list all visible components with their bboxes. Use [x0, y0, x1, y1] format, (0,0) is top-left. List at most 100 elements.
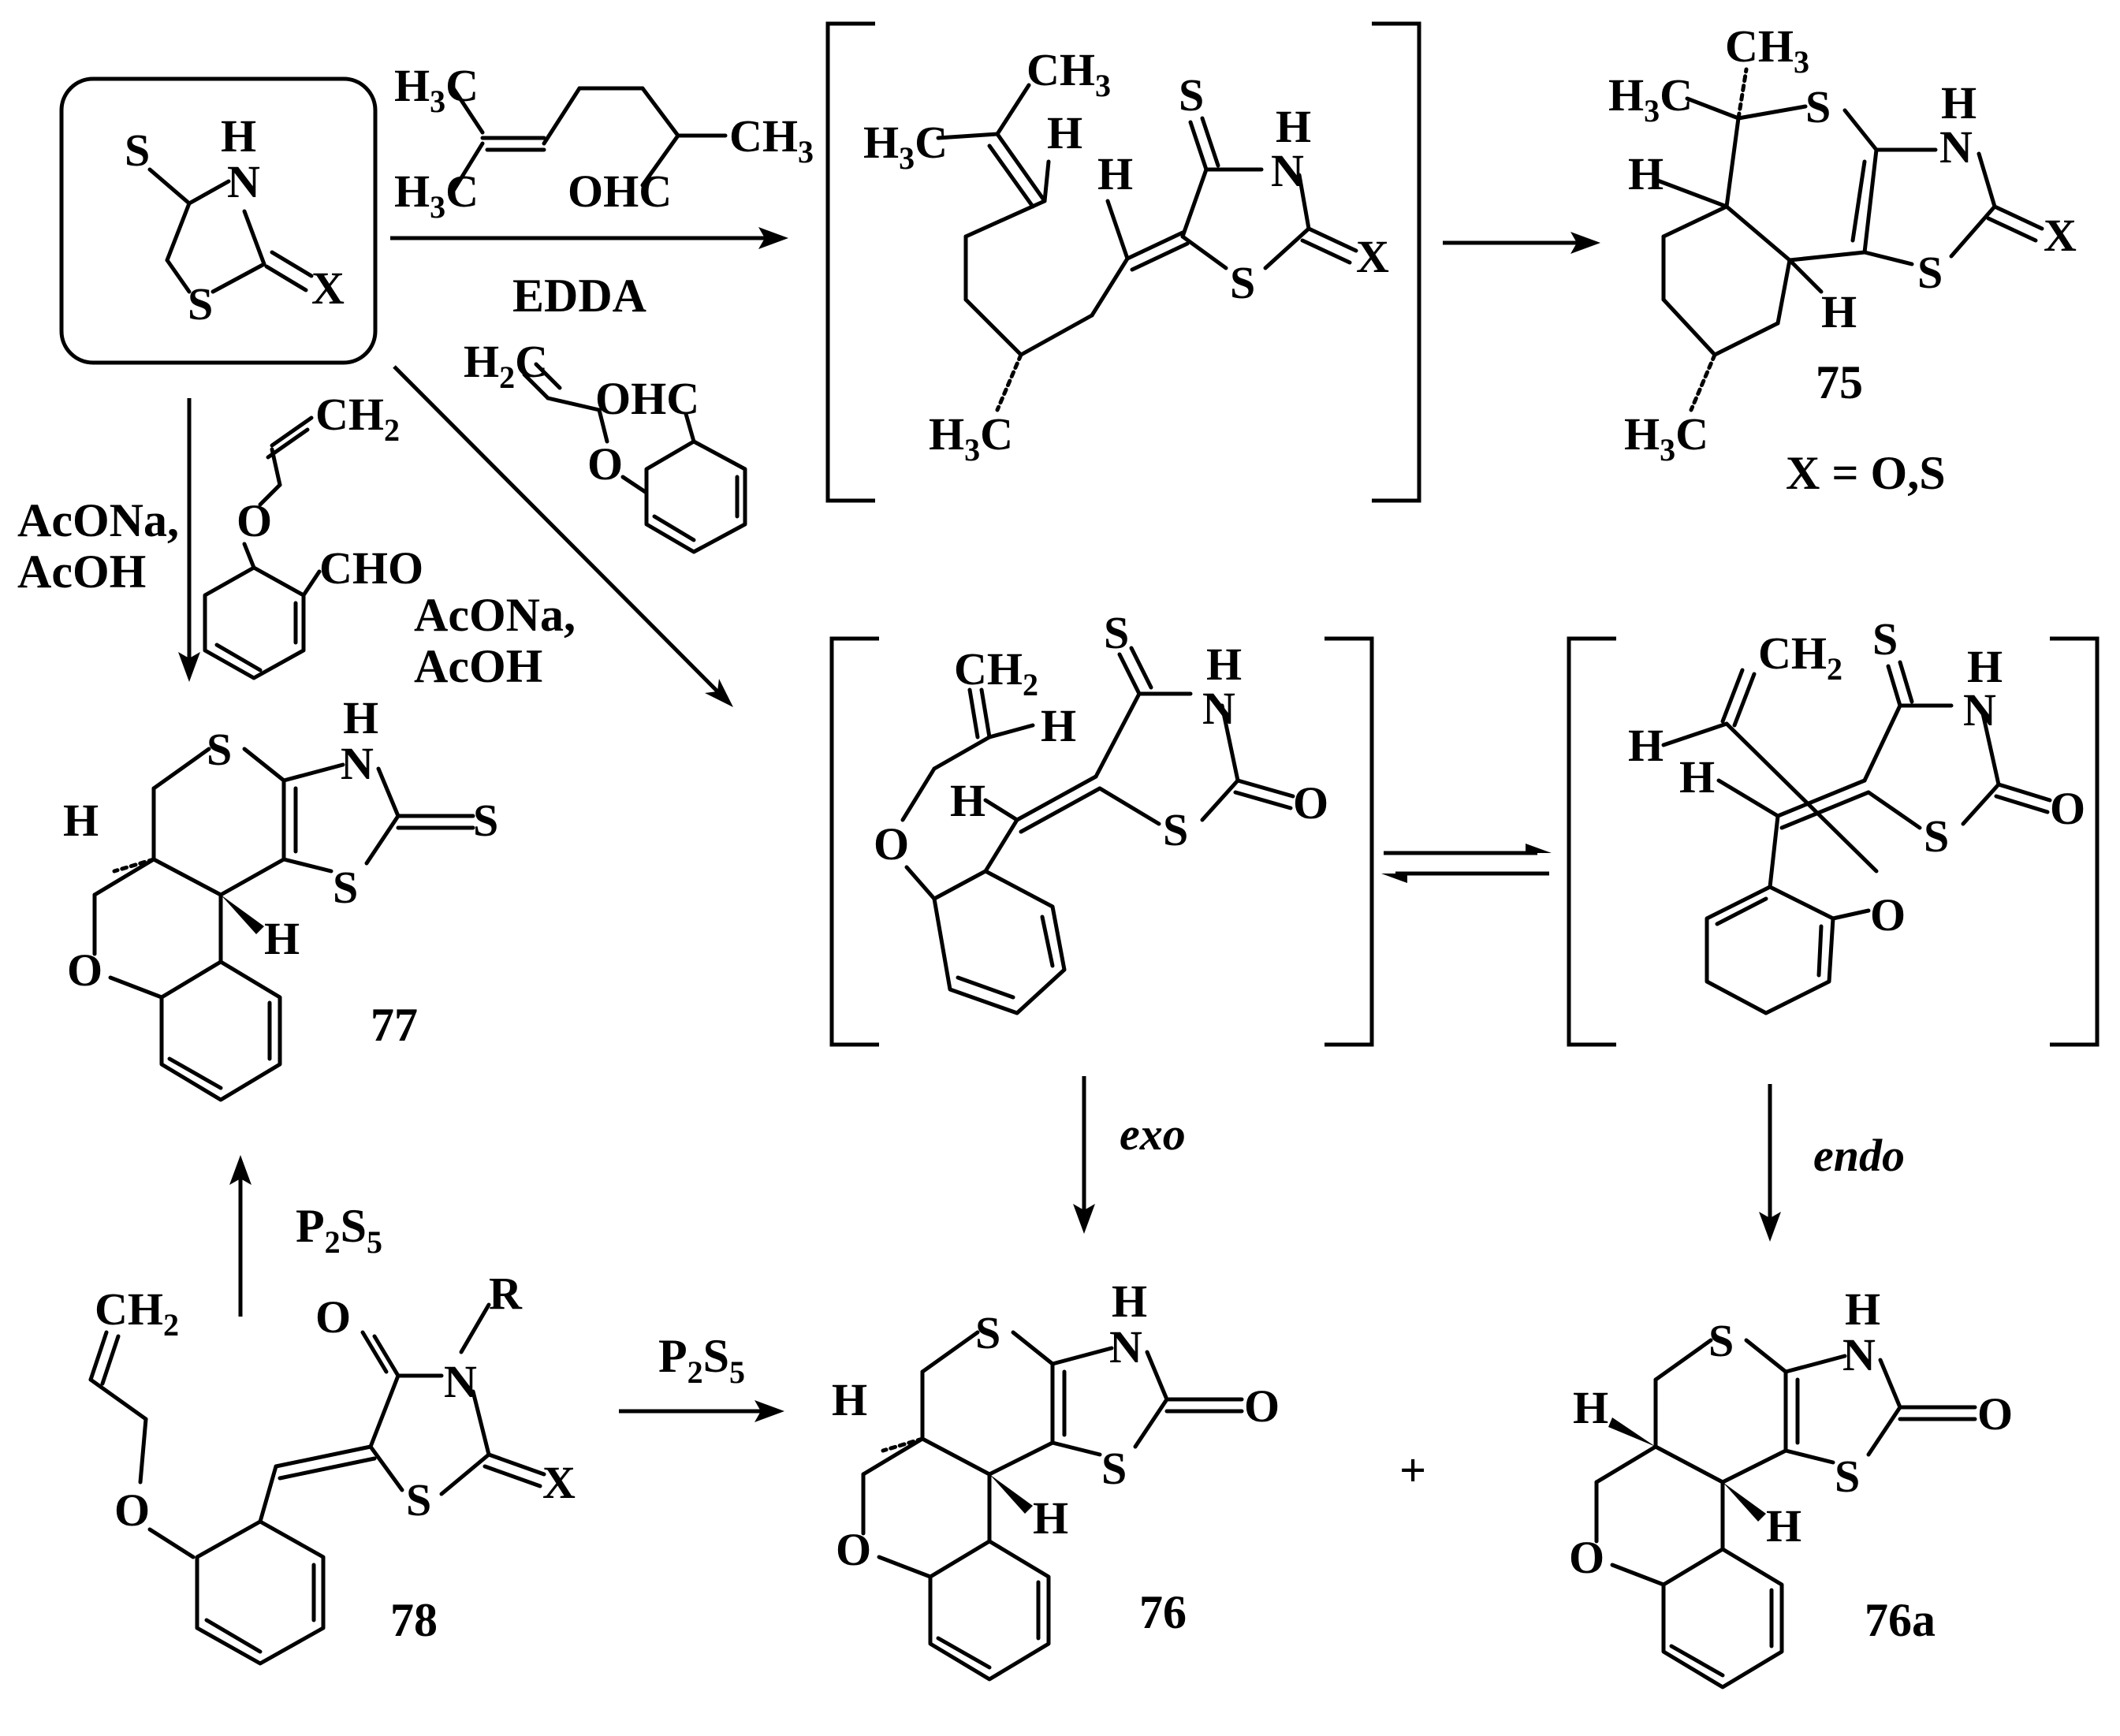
atom-o-77: O — [67, 944, 102, 996]
atom-s-thione: S — [125, 125, 150, 176]
atom-s-ring-76: S — [1101, 1443, 1127, 1494]
atom-h-left-76: H — [832, 1374, 867, 1425]
atom-h-vinyl: H — [1047, 107, 1082, 158]
atom-o-endo: O — [1870, 889, 1906, 941]
text-h3c-ring-75: H3C — [1624, 408, 1708, 468]
atom-h-right-77: H — [264, 913, 300, 964]
citronellal-reagent: H3C H3C CH3 OHC — [394, 60, 814, 225]
text-ch2-78: CH2 — [95, 1283, 179, 1343]
atom-n-78: N — [444, 1356, 477, 1407]
intermediate-endo: CH2 H H O S H N S O — [1567, 613, 2100, 1047]
text-h2c-diag: H2C — [464, 336, 548, 395]
atom-s-ring-exo: S — [1163, 804, 1188, 855]
text-ch2-endo: CH2 — [1758, 628, 1842, 687]
label-77: 77 — [371, 999, 418, 1051]
reagent-acona-1: AcONa, — [17, 494, 179, 546]
arrow-to-75 — [1443, 232, 1600, 254]
compound-75: CH3 H3C S H N S X H H H3C 75 X = O,S — [1608, 20, 2077, 499]
label-endo: endo — [1813, 1130, 1905, 1181]
atom-h-nh-75: H — [1941, 77, 1977, 129]
text-ch2-left: CH2 — [315, 389, 400, 448]
label-x-definition: X = O,S — [1786, 447, 1946, 499]
intermediate-citronellal-adduct: CH3 H3C H H3C H S H N S X — [825, 21, 1421, 503]
allyloxybenzaldehyde-reagent-left: CH2 O CHO AcONa, AcOH — [203, 389, 576, 692]
reagent-acoh-1: AcOH — [17, 546, 146, 598]
atom-o-carbonyl-exo: O — [1293, 777, 1328, 829]
compound-76a: S H N S O H H O 76a — [1569, 1283, 2013, 1689]
atom-h-nh-endo: H — [1967, 641, 2003, 692]
atom-s-ring-76a: S — [1835, 1451, 1860, 1502]
atom-o-carbonyl-78: O — [315, 1291, 351, 1343]
label-75: 75 — [1816, 356, 1863, 408]
atom-n-76a: N — [1842, 1329, 1876, 1380]
atom-s-ring-int1: S — [1230, 257, 1255, 308]
atom-h-left-77: H — [63, 795, 99, 846]
atom-o-76a: O — [1569, 1532, 1604, 1583]
text-h3c-ring: H3C — [929, 408, 1013, 468]
atom-s-thione-int1: S — [1179, 69, 1204, 121]
atom-o-carbonyl-76: O — [1244, 1380, 1280, 1432]
arrow-edda: EDDA — [390, 227, 788, 322]
text-ohc-diag: OHC — [595, 373, 699, 424]
compound-77: S H N S S H H O 77 — [63, 692, 498, 1102]
allyloxybenzaldehyde-reagent-diagonal: H2C O OHC — [464, 336, 747, 554]
atom-h-exo-benzylidene: H — [950, 775, 985, 826]
atom-o-78: O — [114, 1485, 150, 1536]
atom-s-thione-endo: S — [1872, 613, 1898, 665]
compound-76: S H N S O H H O 76 — [832, 1276, 1280, 1682]
atom-h-ring2-75: H — [1821, 286, 1857, 337]
reagent-acona-2: AcONa, — [414, 589, 576, 641]
reagent-acoh-2: AcOH — [414, 640, 542, 692]
atom-h-left-76a: H — [1573, 1382, 1608, 1433]
atom-h-int1: H — [1276, 101, 1311, 152]
atom-x-75: X — [2044, 210, 2077, 261]
atom-h-right-76: H — [1033, 1492, 1068, 1544]
atom-o-carbonyl-endo: O — [2050, 783, 2085, 834]
atom-s-ring-77: S — [333, 862, 358, 913]
text-ch3-75: CH3 — [1725, 20, 1809, 80]
text-cho-left: CHO — [319, 542, 423, 594]
text-h3c-bottom: H3C — [394, 166, 479, 225]
arrow-p2s5-right: P2S5 — [619, 1330, 784, 1422]
arrow-to-77: AcONa, AcOH — [17, 398, 200, 682]
atom-h-right-76a: H — [1766, 1500, 1801, 1552]
equilibrium-arrows — [1381, 844, 1552, 883]
atom-s-ring-78: S — [406, 1474, 431, 1526]
atom-n-76: N — [1109, 1321, 1142, 1373]
text-ohc-citronellal: OHC — [568, 166, 672, 217]
atom-o-76: O — [836, 1524, 871, 1575]
arrow-diagonal — [393, 365, 733, 707]
atom-h-nh-76: H — [1112, 1276, 1147, 1327]
arrow-p2s5-up: P2S5 — [229, 1155, 382, 1317]
atom-x-78: X — [542, 1457, 576, 1508]
plus-sign: + — [1399, 1444, 1426, 1496]
atom-n: N — [227, 156, 260, 207]
atom-s-75: S — [1805, 81, 1831, 132]
atom-x: X — [311, 263, 345, 314]
atom-s-ring-75: S — [1917, 247, 1943, 298]
atom-s-ring: S — [188, 278, 213, 330]
label-78: 78 — [390, 1594, 438, 1646]
intermediate-exo: CH2 H O H S H N S O — [829, 607, 1374, 1047]
atom-s-76: S — [975, 1307, 1000, 1358]
atom-h-exocyclic: H — [1097, 148, 1133, 199]
reagent-p2s5-up: P2S5 — [296, 1200, 382, 1260]
text-h3c-intermediate: H3C — [863, 117, 948, 176]
atom-s-ring-endo: S — [1924, 810, 1949, 862]
reagent-edda: EDDA — [512, 270, 646, 322]
arrow-exo: exo — [1073, 1076, 1186, 1234]
label-76a: 76a — [1865, 1594, 1936, 1646]
atom-n-endo: N — [1963, 684, 1996, 736]
atom-o-exo: O — [874, 818, 909, 870]
label-exo: exo — [1120, 1108, 1186, 1160]
text-h3c-75: H3C — [1608, 69, 1693, 129]
atom-h-nh-exo: H — [1206, 639, 1242, 690]
arrow-endo: endo — [1759, 1084, 1905, 1242]
label-76: 76 — [1139, 1586, 1187, 1638]
atom-h-nh-76a: H — [1845, 1283, 1880, 1335]
atom-s-thione-77: S — [473, 795, 498, 846]
atom-s-76a: S — [1708, 1315, 1734, 1366]
atom-n-75: N — [1939, 121, 1973, 173]
atom-h: H — [221, 110, 256, 162]
